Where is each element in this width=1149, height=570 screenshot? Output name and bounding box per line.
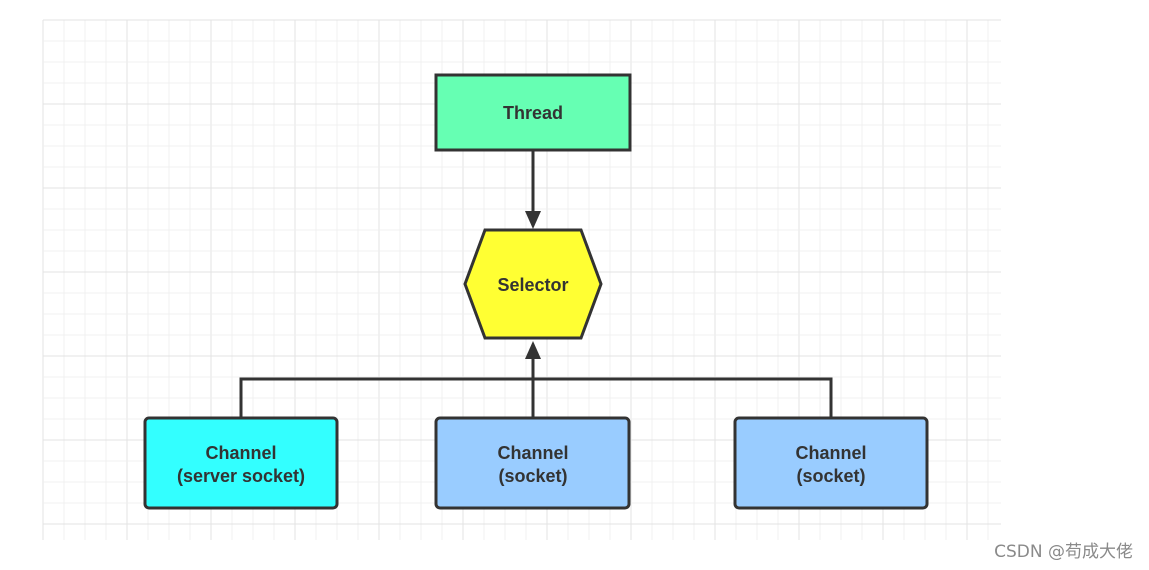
- thread-node: Thread: [434, 73, 632, 152]
- selector-node: Selector: [463, 228, 603, 340]
- thread-label: Thread: [503, 103, 563, 123]
- arrowhead-up-icon: [525, 341, 541, 359]
- channel-socket-node-2: Channel (socket): [733, 416, 929, 510]
- channel-socket-2-line2: (socket): [796, 466, 865, 486]
- channel-server-socket-node: Channel (server socket): [143, 416, 339, 510]
- channel-socket-1-line2: (socket): [498, 466, 567, 486]
- channel-socket-2-line1: Channel: [795, 443, 866, 463]
- channel-server-line2: (server socket): [177, 466, 305, 486]
- connector-channel-socket-2: [533, 377, 833, 418]
- selector-label: Selector: [497, 275, 568, 295]
- channel-socket-1-line1: Channel: [497, 443, 568, 463]
- connector-channel-server: [239, 377, 533, 418]
- watermark: CSDN @苟成大佬: [994, 542, 1133, 562]
- arrowhead-down-icon: [525, 211, 541, 229]
- connectors: [239, 150, 833, 418]
- channel-socket-node-1: Channel (socket): [434, 416, 631, 510]
- channel-server-line1: Channel: [205, 443, 276, 463]
